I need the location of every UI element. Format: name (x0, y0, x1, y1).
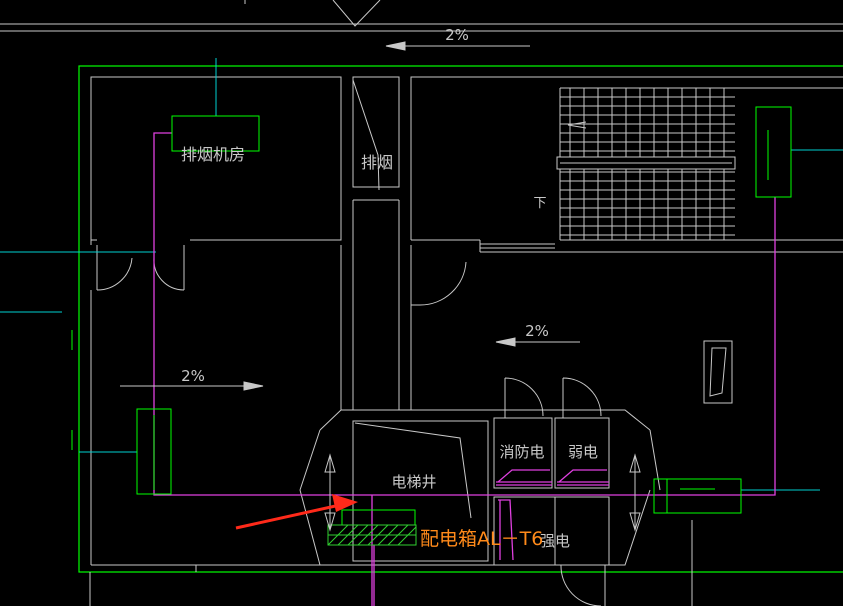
doors (96, 243, 602, 606)
elevator-shaft-label: 电梯井 (391, 473, 436, 491)
down-mark-label: 下 (533, 196, 546, 211)
smoke-shaft-label: 排烟 (361, 153, 393, 172)
stair-treads (560, 87, 735, 240)
cyan-lines (0, 58, 843, 491)
core-arrows (324, 453, 641, 532)
distribution-box-label: 配电箱AL－T6 (420, 528, 543, 550)
fire-power-room-label: 消防电 (499, 443, 544, 461)
red-pointer-arrow (235, 494, 358, 530)
slope-label-left: 2% (181, 367, 205, 385)
slope-label-mid: 2% (525, 322, 549, 340)
slope-arrows (120, 41, 580, 391)
distribution-box (327, 509, 417, 546)
smoke-fan-room-label: 排烟机房 (181, 145, 245, 164)
stair-direction-arrow (567, 121, 587, 129)
top-axis-lines (0, 0, 843, 32)
strong-power-room-label: 强电 (540, 532, 570, 550)
green-equipment (136, 106, 792, 514)
magenta-pipes (153, 132, 776, 606)
weak-power-room-label: 弱电 (568, 443, 598, 461)
outer-boundary (78, 65, 843, 573)
slope-label-top: 2% (445, 26, 469, 44)
